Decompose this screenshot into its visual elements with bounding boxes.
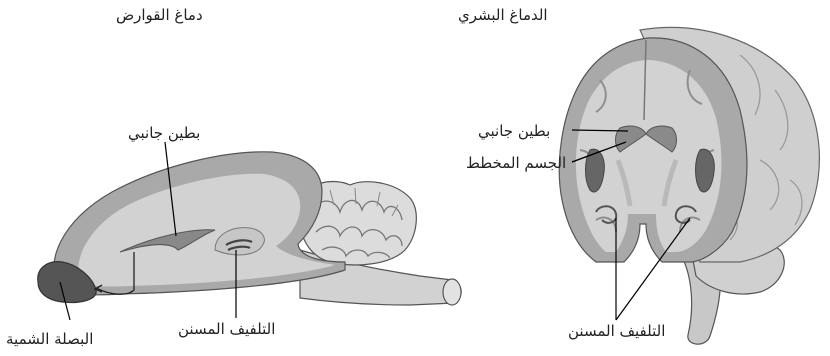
human-title: الدماغ البشري xyxy=(458,6,548,24)
human-brain xyxy=(559,27,819,344)
human-hippocampus-label: التلفيف المسنن xyxy=(568,322,665,340)
rodent-title: دماغ القوارض xyxy=(116,6,203,24)
rodent-ventricle-label: بطين جانبي xyxy=(128,124,200,142)
rodent-olfactory-label: البصلة الشمية xyxy=(6,330,93,348)
rodent-hippocampus-label: التلفيف المسنن xyxy=(178,320,275,338)
human-ventricle-label: بطين جانبي xyxy=(478,122,550,140)
human-striatum-label: الجسم المخطط xyxy=(466,154,566,172)
rodent-brain xyxy=(38,142,461,320)
rodent-cord-end xyxy=(443,279,461,305)
